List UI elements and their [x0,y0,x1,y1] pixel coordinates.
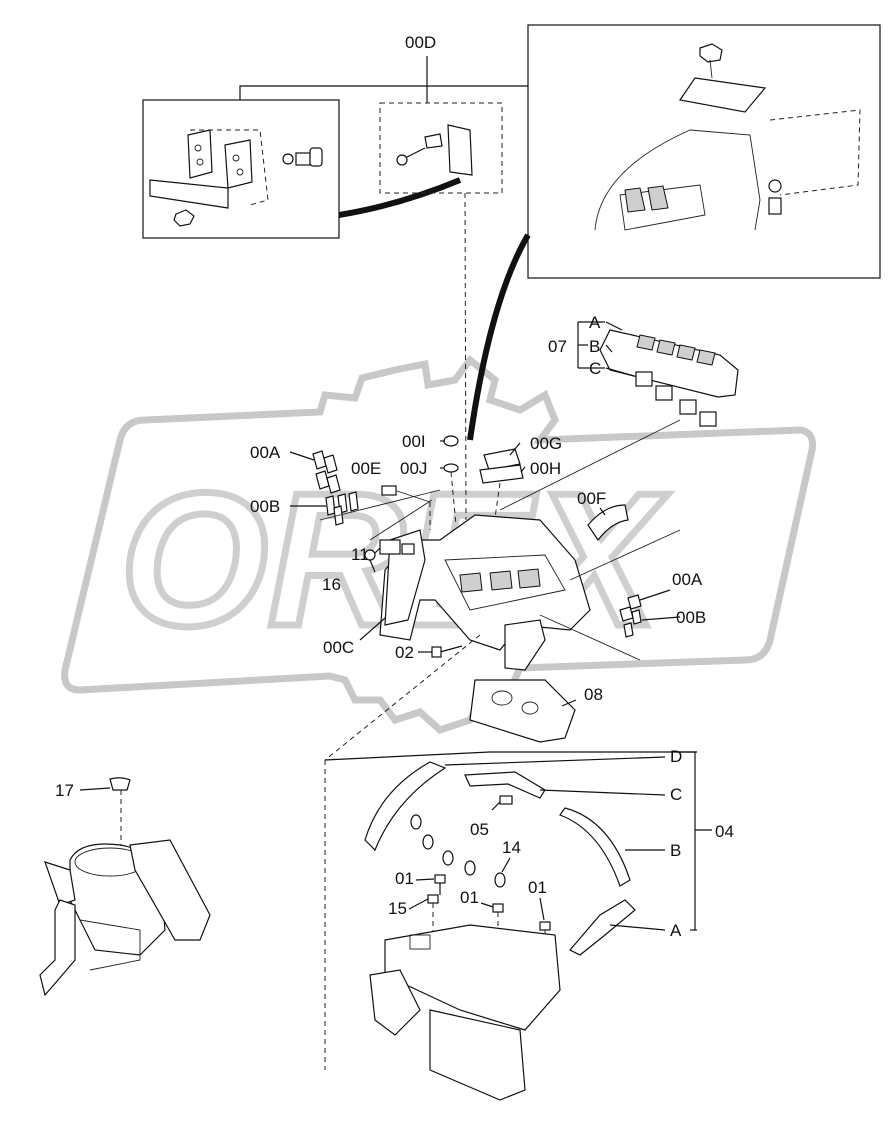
screw-icon [396,147,426,166]
part-00F [587,504,629,542]
detail-box-00D: 00D [379,33,503,521]
switch-relay-4 [699,411,717,427]
floor-frame-assembly: D C B A 04 05 14 01 15 01 01 [324,747,734,1101]
connector-11 [379,539,415,555]
callout-16: 16 [322,575,341,594]
switch-panel-assembly: 07 A B C [499,313,739,511]
callout-08: 08 [584,685,603,704]
callout-00G: 00G [530,434,562,453]
part-00I [443,435,459,447]
mount-bracket [39,899,76,997]
callout-04-C: C [670,785,682,804]
callout-14: 14 [502,838,521,857]
bracket-08 [469,679,576,743]
callout-05: 05 [470,820,489,839]
callout-00F: 00F [577,489,606,508]
plate-holes [678,77,767,113]
trim-C [464,771,546,799]
part-00E [381,485,397,496]
callout-00I: 00I [402,432,426,451]
bolt-icon [295,147,323,167]
clips-right [619,594,642,638]
callout-07-A: A [589,313,601,332]
callout-00E: 00E [351,459,381,478]
filter-cover [129,839,211,941]
detail-box-right [467,24,881,441]
console-housing [364,514,591,671]
callout-02: 02 [395,643,414,662]
bolt-icon-right [768,197,782,215]
fan-housing-assembly: 17 [39,777,211,997]
bolt-01-b [492,903,504,940]
callout-00B-left: 00B [250,497,280,516]
grommet-14 [494,872,506,888]
callout-07-C: C [589,359,601,378]
clip-plate [424,133,443,149]
console-side-panel [504,619,546,671]
callout-04-A: A [670,921,682,940]
callout-01-c: 01 [528,878,547,897]
callout-07: 07 [548,337,567,356]
console-leader-lines [289,440,681,761]
callout-00A-left: 00A [250,443,281,462]
callout-00J: 00J [400,459,427,478]
callout-00H: 00H [530,459,561,478]
part-00J [443,463,459,473]
bolt-01-a [434,874,446,895]
callout-15: 15 [388,899,407,918]
clips-00B-left [325,491,359,526]
callout-04-B: B [670,841,681,860]
washer-icon [282,153,294,165]
callout-17: 17 [55,781,74,800]
switch-relay-3 [679,399,697,415]
floor-frame-bottom [429,1009,526,1101]
cover-plate [447,124,473,176]
detail-box-left [142,85,528,239]
callout-01-b: 01 [460,888,479,907]
switch-relay-1 [635,371,653,387]
callout-01-a: 01 [395,869,414,888]
callout-04-D: D [670,747,682,766]
callout-11: 11 [351,545,369,564]
pin-05 [491,795,513,811]
callout-00B-right: 00B [676,608,706,627]
bolt-15 [427,894,439,935]
nut-icon [173,209,195,227]
callout-00C: 00C [323,638,354,657]
switch-panel [599,329,739,398]
trim-D [364,761,447,852]
trim-B [559,807,631,887]
part-00H [479,464,524,484]
clips-00A-left [312,450,341,494]
switch-relay-2 [655,385,673,401]
callout-00A-right: 00A [672,570,703,589]
nut-icon-top [699,43,723,63]
bracket-plate-pair [149,129,269,209]
callout-07-B: B [589,337,600,356]
washer-icon-right [768,179,782,193]
callout-04: 04 [715,822,734,841]
plug-17 [109,777,131,791]
callout-00D: 00D [405,33,436,52]
trim-A [569,899,636,956]
